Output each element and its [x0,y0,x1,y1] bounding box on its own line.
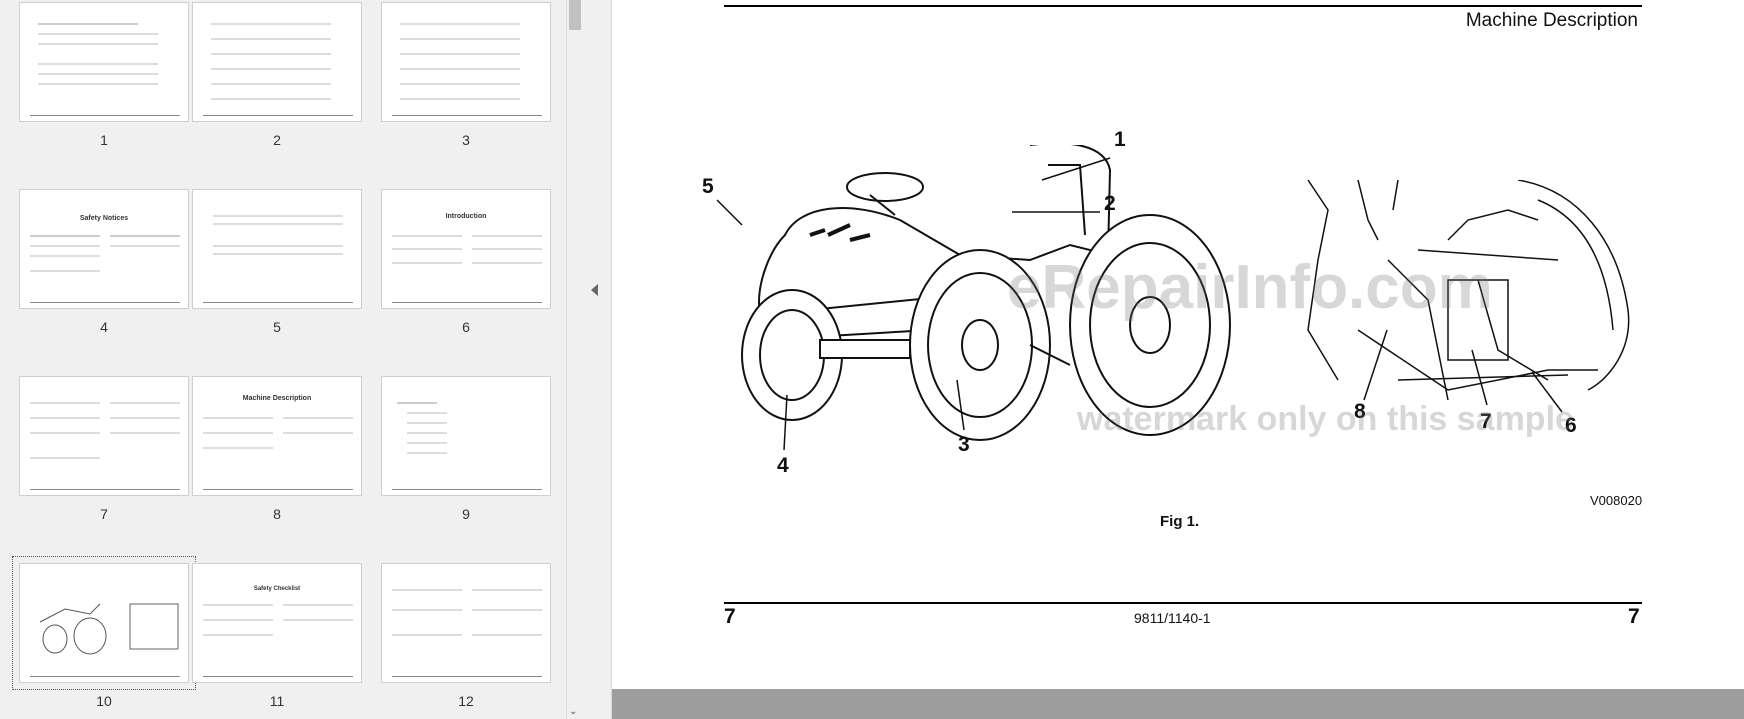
footer-rule [724,602,1642,604]
thumbnail-page-selected[interactable] [12,556,196,690]
thumbnail-title: Safety Notices [79,215,129,222]
callout-6: 6 [1565,414,1577,437]
thumbnail-number: 12 [458,693,474,709]
thumbnail-page[interactable]: Safety Notices [19,189,189,309]
collapse-left-icon[interactable] [591,284,598,296]
thumbnail-page[interactable] [192,2,362,122]
callout-4: 4 [777,454,789,477]
tractor-illustration [741,145,1231,441]
thumbnail-page[interactable] [381,563,551,683]
thumbnail-page[interactable] [381,376,551,496]
thumbnail-number: 1 [100,132,108,148]
thumbnail-number: 4 [100,319,108,335]
thumbnail-number: 9 [462,506,470,522]
page-viewer[interactable]: Machine Description [612,0,1744,719]
thumbnail-number: 7 [100,506,108,522]
footer-page-left: 7 [724,605,736,628]
callout-1: 1 [1114,128,1126,151]
scrollbar-thumb[interactable] [569,0,581,30]
callout-8: 8 [1354,400,1366,423]
callout-5: 5 [702,175,714,198]
thumbnail-page[interactable]: Safety Checklist [192,563,362,683]
thumbnail-page[interactable] [19,376,189,496]
thumbnail-number: 10 [96,693,112,709]
thumbnail-number: 6 [462,319,470,335]
callout-2: 2 [1104,192,1116,215]
thumbnail-tractor-drawing [39,603,179,655]
thumbnail-title: Introduction [445,213,487,220]
page-gap-bar [612,689,1744,719]
thumbnail-page[interactable] [192,189,362,309]
thumbnail-pane[interactable]: 1 2 3 Safety Notices 4 5 [0,0,566,719]
callout-3: 3 [958,433,970,456]
thumbnail-number: 8 [273,506,281,522]
footer-page-right: 7 [1628,605,1640,628]
thumbnail-page[interactable] [19,2,189,122]
footer-doc-number: 9811/1140-1 [1134,610,1211,626]
header-rule [724,5,1642,7]
thumbnail-title: Safety Checklist [253,586,301,592]
thumbnail-page[interactable] [381,2,551,122]
callout-7: 7 [1480,410,1492,433]
thumbnail-page[interactable]: Machine Description [192,376,362,496]
thumbnail-title: Machine Description [242,395,312,402]
thumbnail-number: 3 [462,132,470,148]
page-header-title: Machine Description [1465,10,1638,31]
chevron-down-icon[interactable]: ⌄ [569,706,578,717]
figure-caption: Fig 1. [1160,513,1200,530]
thumbnail-number: 5 [273,319,281,335]
thumbnail-scrollbar[interactable]: ⌄ [566,0,582,719]
hitch-illustration [1307,180,1630,401]
pane-splitter[interactable] [582,0,612,719]
figure-code: V008020 [1590,493,1643,508]
thumbnail-number: 11 [269,693,285,709]
thumbnail-number: 2 [273,132,281,148]
thumbnail-page[interactable]: Introduction [381,189,551,309]
